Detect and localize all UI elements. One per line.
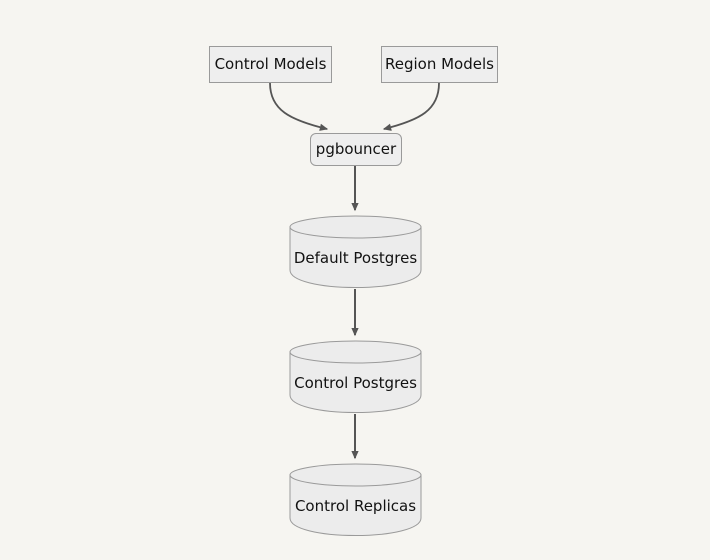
node-pgbouncer-label: pgbouncer — [315, 140, 397, 158]
node-control-models[interactable]: Control Models — [209, 46, 332, 83]
cylinder-shape — [289, 215, 422, 289]
node-pgbouncer[interactable]: pgbouncer — [310, 133, 402, 166]
edge-region-models-to-pgbouncer — [382, 82, 440, 131]
node-control-replicas[interactable]: Control Replicas — [289, 463, 422, 537]
node-region-models[interactable]: Region Models — [381, 46, 498, 83]
node-default-postgres[interactable]: Default Postgres — [289, 215, 422, 289]
edge-control-models-to-pgbouncer — [269, 82, 329, 131]
node-default-postgres-label: Default Postgres — [293, 248, 418, 267]
cylinder-shape — [289, 340, 422, 414]
node-control-replicas-label: Control Replicas — [294, 496, 417, 515]
node-control-postgres-label: Control Postgres — [294, 373, 417, 392]
node-control-postgres[interactable]: Control Postgres — [289, 340, 422, 414]
node-region-models-label: Region Models — [385, 55, 494, 73]
cylinder-shape — [289, 463, 422, 537]
node-control-models-label: Control Models — [214, 55, 327, 73]
